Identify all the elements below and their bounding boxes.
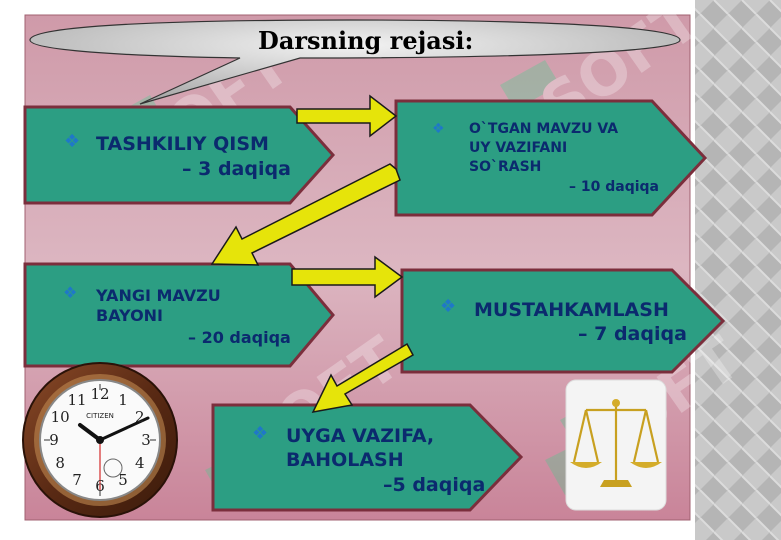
step-2-label-line2: UY VAZIFANI [469,140,568,156]
bullet-icon: ❖ [63,283,78,302]
step-4-time: – 7 daqiqa [578,323,687,345]
clock-numeral: 4 [135,454,145,472]
clock-numeral: 5 [118,471,128,489]
arrow-down-left-2 [311,342,415,413]
arrow-down-left-1 [210,163,401,266]
clock-brand: CITIZEN [86,412,114,420]
step-1-time: – 3 daqiqa [182,158,291,180]
hour-hand [78,423,102,442]
clock-numeral: 3 [141,431,151,449]
step-box-2 [394,99,708,217]
arrow-right-2 [291,255,404,299]
right-pattern-strip [695,0,781,540]
step-3-label-line2: BAYONI [96,306,164,325]
step-4-label: MUSTAHKAMLASH [474,299,669,321]
step-box-3 [23,262,335,368]
step-box-5 [211,403,524,512]
title-bubble [29,19,681,105]
step-3-time: – 20 daqiqa [188,328,291,347]
clock-numeral: 9 [49,431,59,449]
step-5-label-line1: UYGA VAZIFA, [286,425,435,447]
step-1-label: TASHKILIY QISM [96,133,269,155]
step-2-time: – 10 daqiqa [569,179,659,195]
arrow-right-1 [296,94,398,138]
balance-scale-icon [565,379,667,511]
bullet-icon: ❖ [432,121,445,137]
step-2-label-line1: O`TGAN MAVZU VA [469,121,619,137]
step-box-1 [23,105,336,205]
step-5-time: –5 daqiqa [383,474,486,496]
step-5-label-line2: BAHOLASH [286,449,404,471]
flow-arrows [210,94,415,413]
clock-numeral: 7 [72,471,82,489]
step-box-4 [400,268,726,374]
clock-numeral: 8 [55,454,65,472]
clock-numeral: 10 [51,408,70,426]
clock-numeral: 12 [90,385,109,403]
step-2-label-line3: SO`RASH [469,159,542,175]
bullet-icon: ❖ [64,131,81,152]
clock-numeral: 11 [67,391,86,409]
slide-title: Darsning rejasi: [258,26,474,55]
clock-numeral: 6 [95,477,105,495]
sub-dial [103,458,123,478]
step-3-label-line1: YANGI MAVZU [96,286,221,305]
minute-hand [98,416,150,442]
clock-numeral: 2 [135,408,145,426]
bullet-icon: ❖ [440,296,457,317]
clock-numeral: 1 [118,391,128,409]
bullet-icon: ❖ [252,423,269,444]
